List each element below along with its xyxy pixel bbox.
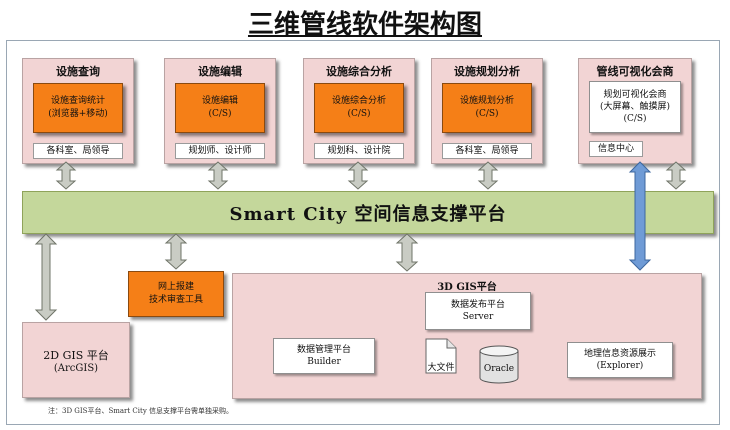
arrow-module2-platform — [207, 161, 229, 190]
module-box-line: 设施编辑 — [201, 96, 238, 106]
module-box-line: 规划可视化会商 — [603, 90, 667, 100]
online-tool-line: 网上报建 — [157, 282, 194, 292]
arrow-module5-platform — [665, 161, 687, 190]
module-title: 设施规划分析 — [454, 65, 520, 78]
module-box: 设施查询统计 (浏览器+移动) — [33, 83, 123, 133]
builder-name: 数据管理平台 — [296, 345, 351, 355]
gis-2d-platform: 2D GIS 平台 (ArcGIS) — [22, 322, 130, 398]
module-footer: 各科室、局领导 — [33, 143, 123, 159]
gis2d-title: 2D GIS 平台 — [43, 349, 109, 362]
online-review-tool: 网上报建 技术审查工具 — [128, 271, 224, 317]
file-icon — [425, 338, 457, 374]
diagram-title: 三维管线软件架构图 — [247, 10, 482, 40]
explorer-name: 地理信息资源展示 — [583, 349, 656, 359]
module-visual-consultation: 管线可视化会商 规划可视化会商 (大屏幕、触摸屏) (C/S) 信息中心 — [578, 58, 692, 164]
module-box-line: (C/S) — [347, 109, 371, 119]
gis-3d-platform: 3D GIS平台 数据发布平台 Server 数据管理平台 Builder 地理… — [232, 273, 702, 399]
module-box-line: (C/S) — [623, 114, 647, 124]
server-sub: Server — [462, 312, 494, 322]
module-facility-planning: 设施规划分析 设施规划分析 (C/S) 各科室、局领导 — [431, 58, 543, 164]
module-box-line: (C/S) — [475, 109, 499, 119]
module-box-line: (C/S) — [208, 109, 232, 119]
module-footer: 规划师、设计师 — [175, 143, 265, 159]
server-name: 数据发布平台 — [450, 300, 505, 310]
builder-sub: Builder — [307, 357, 341, 367]
explorer-box: 地理信息资源展示 (Explorer) — [567, 342, 673, 378]
module-title: 设施综合分析 — [326, 65, 392, 78]
module-box-line: (大屏幕、触摸屏) — [599, 102, 671, 112]
db-label: Oracle — [483, 364, 515, 374]
module-box-line: 设施综合分析 — [331, 96, 386, 106]
gis3d-title: 3D GIS平台 — [437, 282, 497, 293]
arrow-module4-platform — [477, 161, 499, 190]
arrow-platform-3dgis — [395, 233, 419, 272]
server-box: 数据发布平台 Server — [425, 292, 531, 330]
footnote: 注：3D GIS平台、Smart City 信息支撑平台需单独采购。 — [48, 407, 234, 415]
module-box: 规划可视化会商 (大屏幕、触摸屏) (C/S) — [589, 81, 681, 133]
module-box: 设施编辑 (C/S) — [175, 83, 265, 133]
gis2d-subtitle: (ArcGIS) — [53, 363, 99, 374]
arrow-platform-2dgis — [34, 233, 58, 321]
module-box-line: (浏览器+移动) — [48, 109, 108, 119]
module-title: 设施编辑 — [198, 65, 242, 78]
module-box: 设施综合分析 (C/S) — [314, 83, 404, 133]
module-title: 设施查询 — [56, 65, 100, 78]
module-box: 设施规划分析 (C/S) — [442, 83, 532, 133]
platform-bar: Smart City 空间信息支撑平台 — [22, 191, 714, 234]
file-label: 大文件 — [427, 363, 455, 373]
module-footer: 规划科、设计院 — [314, 143, 404, 159]
module-box-line: 设施查询统计 — [50, 96, 105, 106]
database-icon — [479, 345, 519, 384]
module-box-line: 设施规划分析 — [459, 96, 514, 106]
module-footer: 各科室、局领导 — [442, 143, 532, 159]
module-facility-analysis: 设施综合分析 设施综合分析 (C/S) 规划科、设计院 — [303, 58, 415, 164]
arrow-module3-platform — [347, 161, 369, 190]
module-facility-edit: 设施编辑 设施编辑 (C/S) 规划师、设计师 — [164, 58, 276, 164]
online-tool-line: 技术审查工具 — [148, 295, 203, 305]
module-facility-query: 设施查询 设施查询统计 (浏览器+移动) 各科室、局领导 — [22, 58, 134, 164]
arrow-visual-3dgis — [628, 161, 652, 271]
explorer-sub: (Explorer) — [596, 361, 644, 371]
builder-box: 数据管理平台 Builder — [273, 338, 375, 374]
arrow-platform-online-tool — [164, 233, 188, 270]
module-title: 管线可视化会商 — [596, 65, 674, 78]
arrow-module1-platform — [55, 161, 77, 190]
module-footer: 信息中心 — [589, 141, 643, 157]
